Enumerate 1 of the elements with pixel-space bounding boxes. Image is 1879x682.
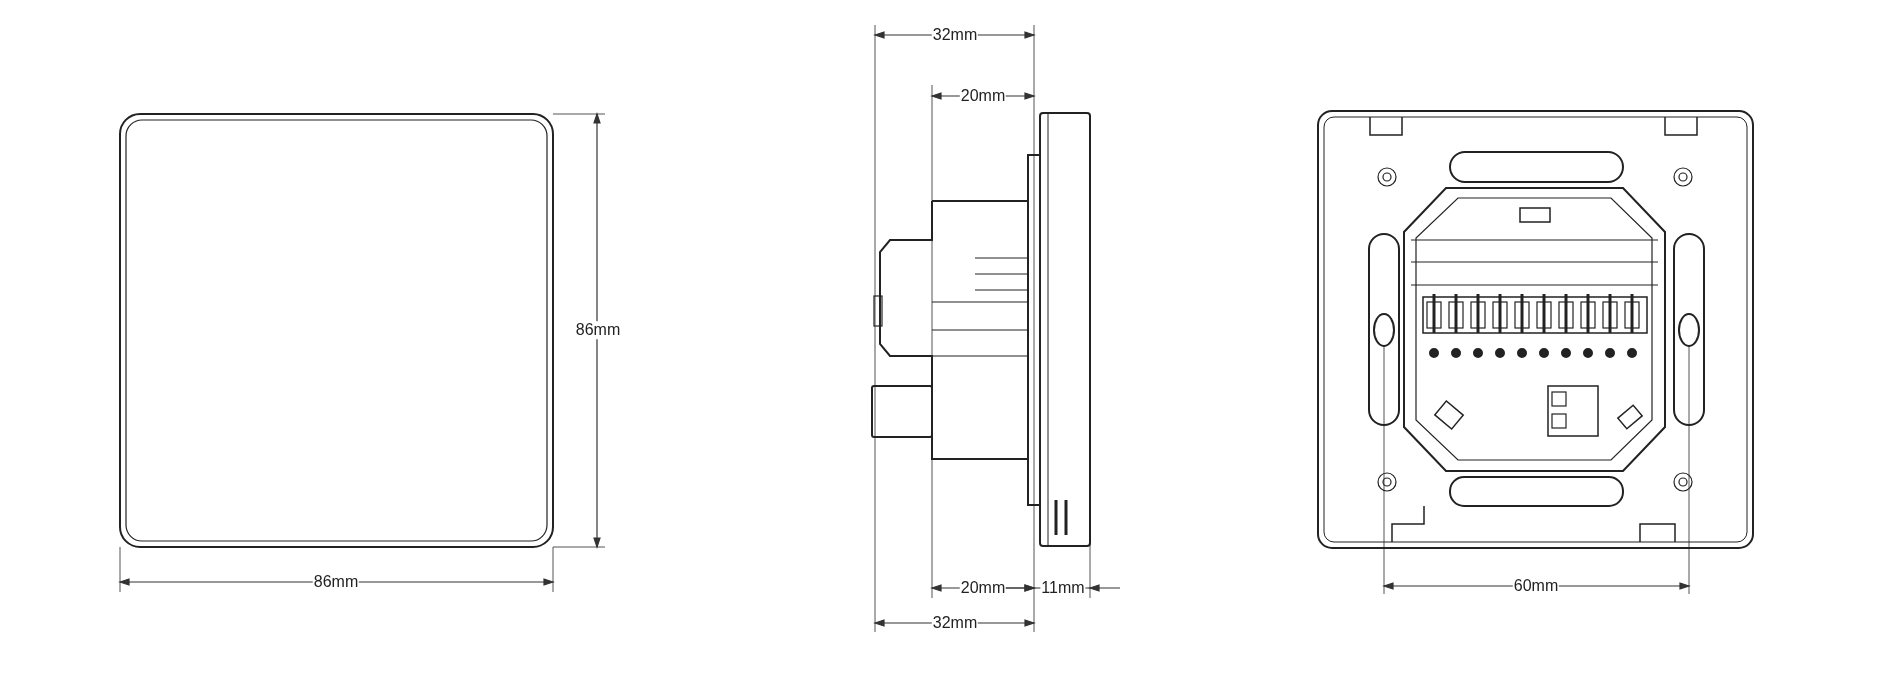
dimension-label: 86mm <box>574 321 622 339</box>
